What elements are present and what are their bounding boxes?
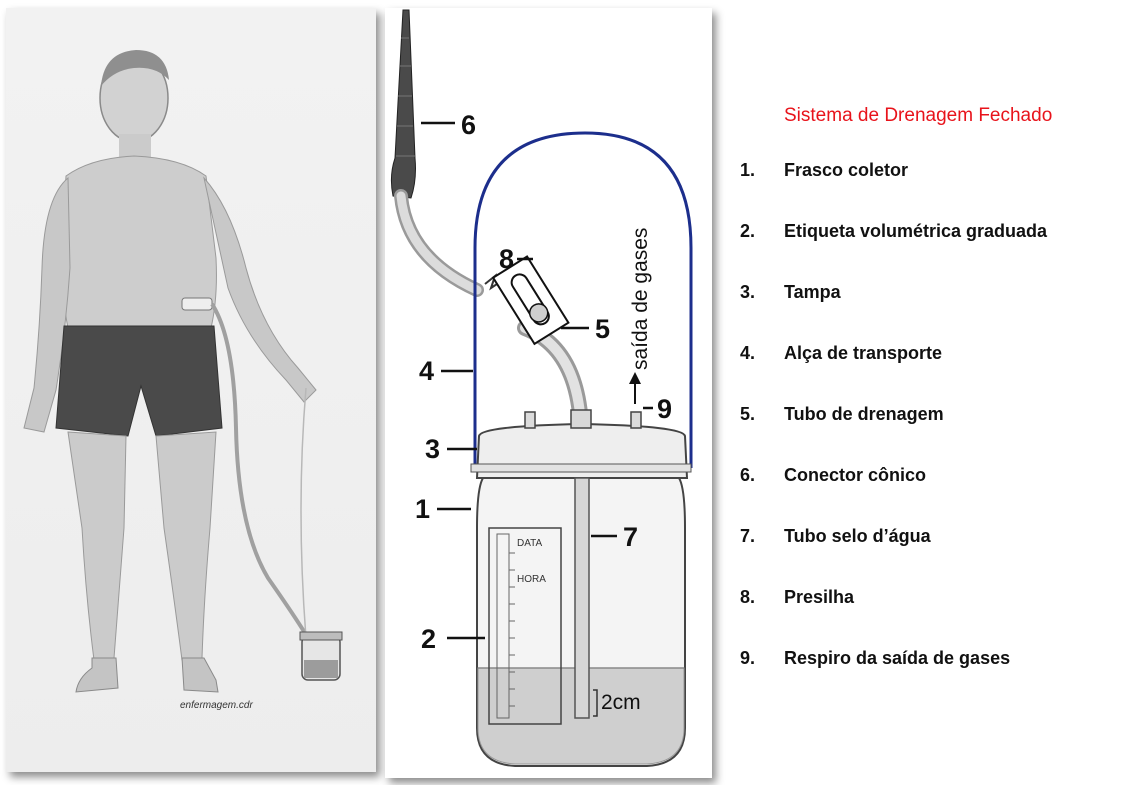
carry-cord bbox=[301, 388, 306, 638]
lid-knob bbox=[525, 412, 535, 428]
legend-item-number: 6. bbox=[740, 465, 784, 526]
legend-item-label: Etiqueta volumétrica graduada bbox=[784, 221, 1047, 282]
legend-item-number: 8. bbox=[740, 587, 784, 648]
legend-item: 6. Conector cônico bbox=[740, 465, 1125, 526]
callout-7: 7 bbox=[623, 522, 638, 552]
water-seal-tube bbox=[575, 478, 589, 718]
legend-item-label: Tubo selo d’água bbox=[784, 526, 931, 587]
patient-shorts bbox=[56, 326, 222, 436]
small-bottle-fluid bbox=[304, 660, 338, 678]
drainage-system-diagram: 2cm DATA HORA saída de gases 6 8 5 4 9 3… bbox=[385, 8, 712, 778]
legend-item-label: Presilha bbox=[784, 587, 854, 648]
legend-item: 1. Frasco coletor bbox=[740, 160, 1125, 221]
legend-item-number: 4. bbox=[740, 343, 784, 404]
legend-item-number: 9. bbox=[740, 648, 784, 709]
seal-depth-label: 2cm bbox=[601, 691, 641, 714]
callout-5: 5 bbox=[595, 314, 610, 344]
legend-item: 8. Presilha bbox=[740, 587, 1125, 648]
legend-title: Sistema de Drenagem Fechado bbox=[784, 105, 1125, 127]
patient-illustration-panel: enfermagem.cdr bbox=[6, 8, 376, 772]
legend-item: 9. Respiro da saída de gases bbox=[740, 648, 1125, 709]
label-date: DATA bbox=[517, 538, 543, 549]
legend-item-label: Tubo de drenagem bbox=[784, 404, 944, 465]
legend-item-label: Conector cônico bbox=[784, 465, 926, 526]
illustrator-signature: enfermagem.cdr bbox=[180, 700, 253, 711]
patient-right-arm bbox=[204, 178, 316, 402]
callout-4: 4 bbox=[419, 356, 434, 386]
drainage-system-panel: 2cm DATA HORA saída de gases 6 8 5 4 9 3… bbox=[385, 8, 712, 778]
legend-item: 3. Tampa bbox=[740, 282, 1125, 343]
gas-outlet-vent bbox=[631, 412, 641, 428]
legend-item: 4. Alça de transporte bbox=[740, 343, 1125, 404]
legend-item-number: 3. bbox=[740, 282, 784, 343]
patient-left-foot bbox=[76, 658, 118, 692]
legend-item-label: Respiro da saída de gases bbox=[784, 648, 1010, 709]
legend-item: 5. Tubo de drenagem bbox=[740, 404, 1125, 465]
drain-tube-port bbox=[571, 410, 591, 428]
label-time: HORA bbox=[517, 574, 546, 585]
gas-outlet-label: saída de gases bbox=[629, 228, 652, 370]
legend-item-number: 5. bbox=[740, 404, 784, 465]
small-bottle-lid bbox=[300, 632, 342, 640]
legend-item-number: 7. bbox=[740, 526, 784, 587]
legend-item-number: 2. bbox=[740, 221, 784, 282]
legend: Sistema de Drenagem Fechado 1. Frasco co… bbox=[740, 105, 1125, 709]
patient-right-leg bbox=[156, 432, 216, 660]
patient-illustration: enfermagem.cdr bbox=[6, 8, 376, 772]
patient-left-leg bbox=[68, 432, 126, 660]
legend-item: 7. Tubo selo d’água bbox=[740, 526, 1125, 587]
callout-2: 2 bbox=[421, 624, 436, 654]
legend-item-label: Frasco coletor bbox=[784, 160, 908, 221]
legend-item-label: Alça de transporte bbox=[784, 343, 942, 404]
callout-1: 1 bbox=[415, 494, 430, 524]
legend-item-label: Tampa bbox=[784, 282, 841, 343]
patient-right-foot bbox=[182, 658, 218, 692]
callout-9: 9 bbox=[657, 394, 672, 424]
legend-item-number: 1. bbox=[740, 160, 784, 221]
callout-3: 3 bbox=[425, 434, 440, 464]
callout-8: 8 bbox=[499, 244, 514, 274]
legend-item: 2. Etiqueta volumétrica graduada bbox=[740, 221, 1125, 282]
callout-6: 6 bbox=[461, 110, 476, 140]
drain-insertion-dressing bbox=[182, 298, 212, 310]
drain-tubing bbox=[212, 304, 308, 638]
